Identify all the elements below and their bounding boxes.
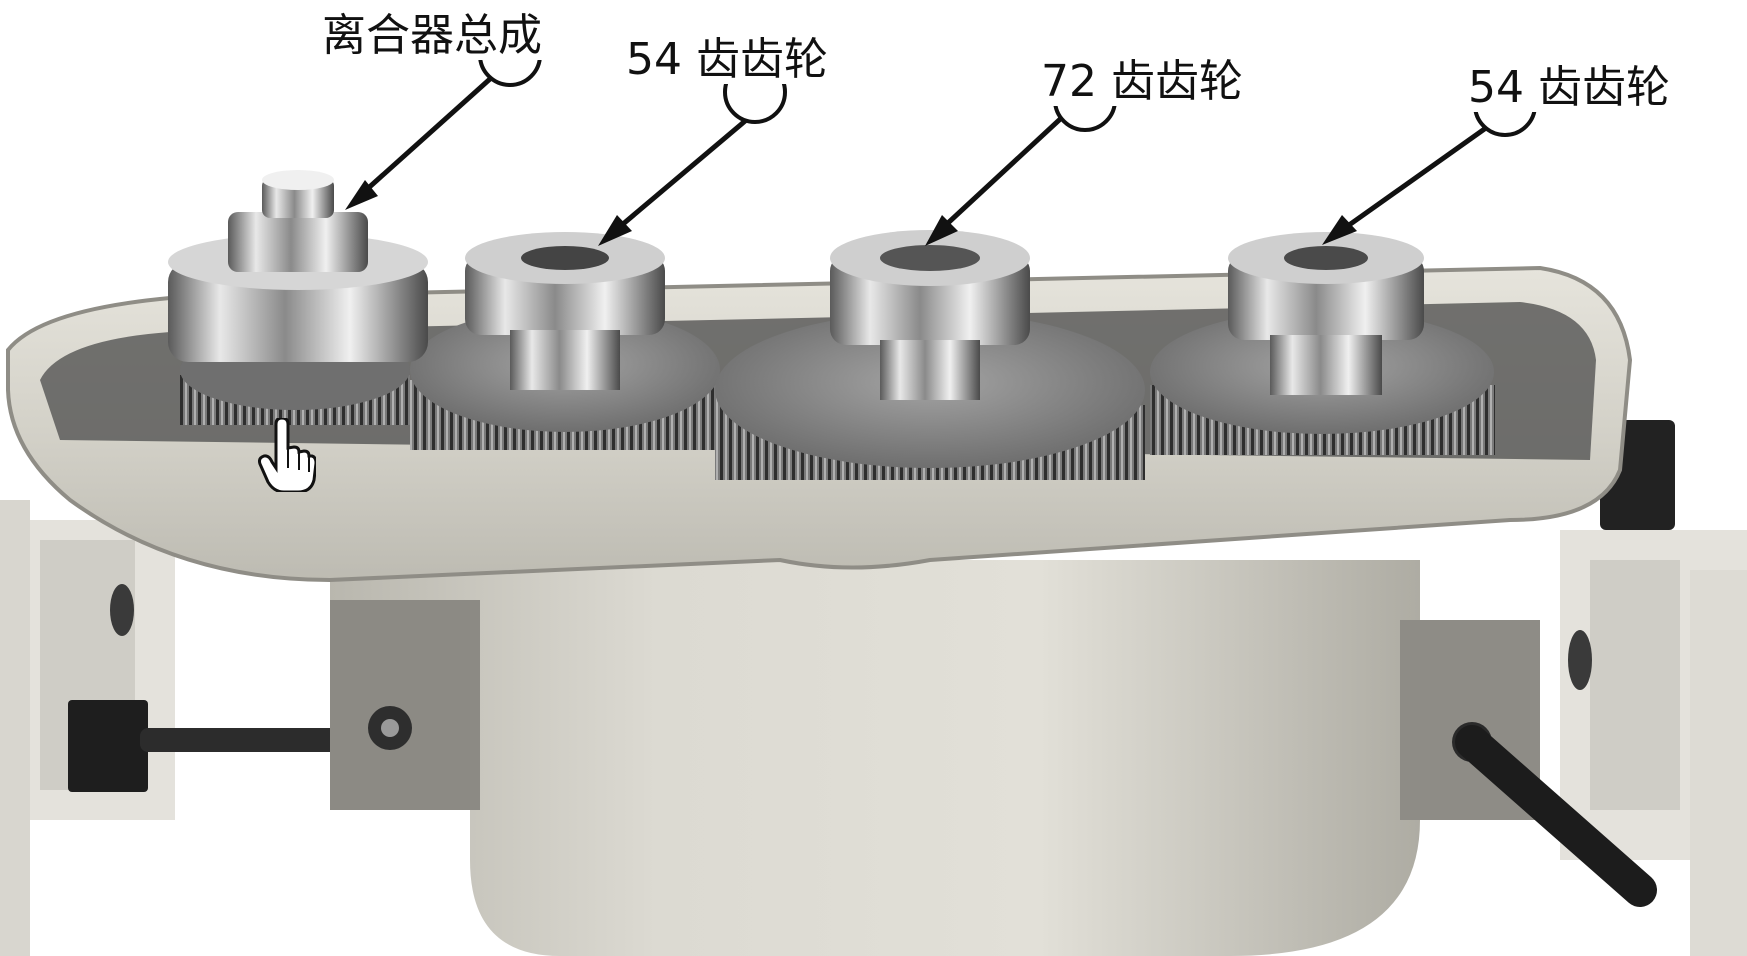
- hand-pointer-icon: [258, 418, 316, 492]
- left-bolt: [368, 706, 412, 750]
- label-gear-54-right: 54 齿齿轮: [1462, 64, 1676, 112]
- clutch-assembly: [168, 170, 428, 362]
- label-clutch-assembly: 离合器总成: [316, 12, 548, 60]
- pointer-arrows: [345, 68, 1502, 246]
- bearing-72: [830, 230, 1030, 400]
- gear-72: [715, 312, 1145, 480]
- right-handle: [1452, 722, 1657, 907]
- label-gear-72: 72 齿齿轮: [1035, 58, 1249, 106]
- right-stand: [1560, 420, 1747, 956]
- bearing-54-left: [465, 232, 665, 390]
- label-gear-54-left: 54 齿齿轮: [620, 36, 834, 84]
- bearing-54-right: [1228, 232, 1424, 395]
- left-stand: [0, 500, 370, 956]
- housing-bowl: [330, 560, 1420, 956]
